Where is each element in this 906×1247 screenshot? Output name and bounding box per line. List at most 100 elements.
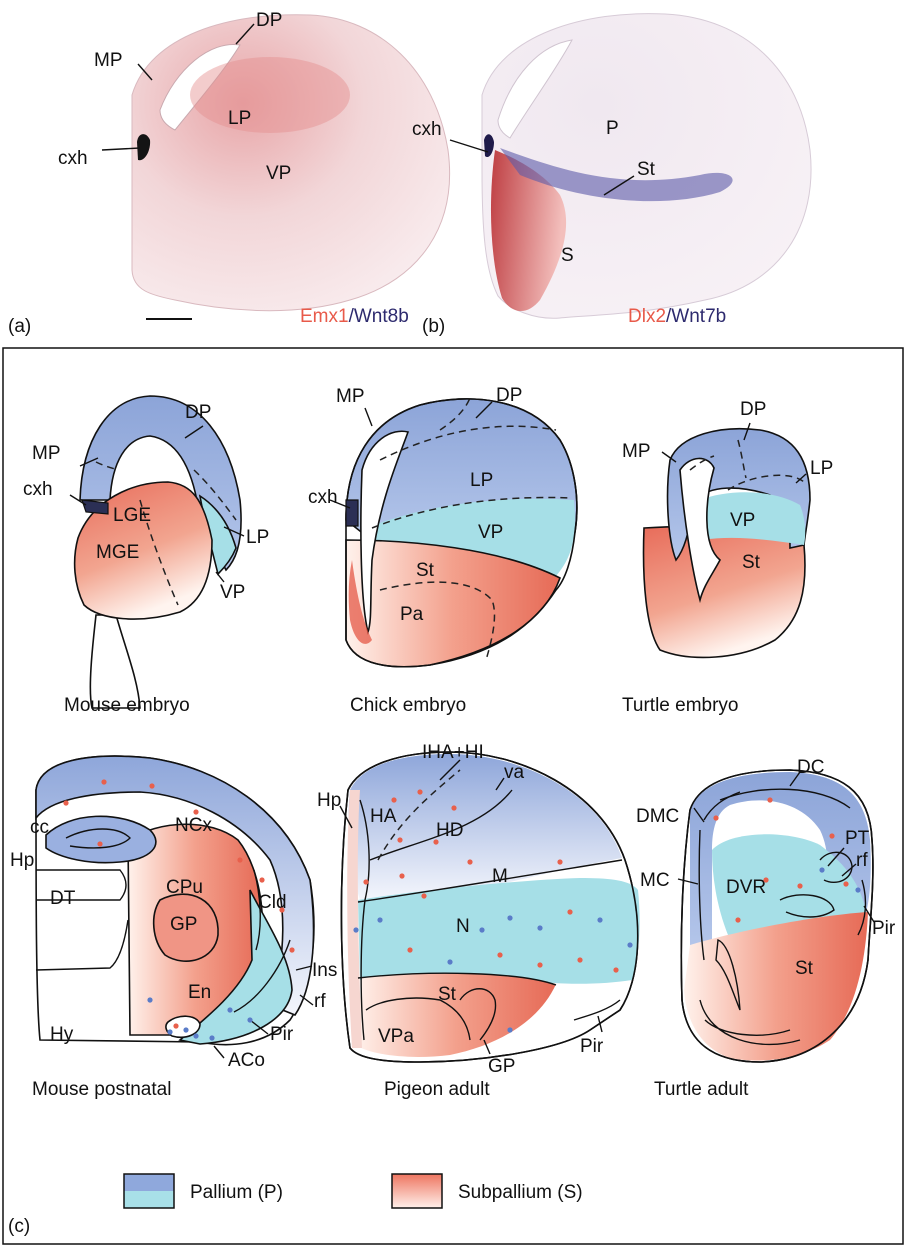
leader-me-vp xyxy=(216,572,224,582)
label-me-lge: LGE xyxy=(113,505,151,526)
label-ta-mc: MC xyxy=(640,870,670,891)
cell-dot xyxy=(63,800,68,805)
cell-dot xyxy=(209,1035,214,1040)
legend-swatch-subpallium xyxy=(392,1174,442,1208)
panel-letter-a: (a) xyxy=(8,316,31,337)
mouse-postnatal: NCx cc Hp DT CPu Cld GP Ins En rf Hy Pir… xyxy=(10,756,337,1100)
cell-dot xyxy=(479,927,484,932)
mouse-postnatal-hippocampus xyxy=(46,816,156,862)
label-mpn-ncx: NCx xyxy=(175,815,212,836)
cell-dot xyxy=(507,915,512,920)
label-ta-pir: Pir xyxy=(872,918,896,939)
cell-dot xyxy=(735,917,740,922)
label-ta-dc: DC xyxy=(797,757,824,778)
cell-dot xyxy=(819,867,824,872)
legend-label-subpallium: Subpallium (S) xyxy=(458,1182,583,1203)
cell-dot xyxy=(391,797,396,802)
label-ta-dmc: DMC xyxy=(636,806,679,827)
pigeon-adult: IHA+HI va Hp HA HD M N St Pir VPa GP Pig… xyxy=(317,742,640,1100)
label-mpn-rf: rf xyxy=(314,991,326,1012)
cell-dot xyxy=(353,927,358,932)
label-pa-gp: GP xyxy=(488,1056,515,1077)
cell-dot xyxy=(627,942,632,947)
label-mpn-cpu: CPu xyxy=(166,877,203,898)
cell-dot xyxy=(147,997,152,1002)
label-te-dp: DP xyxy=(740,399,766,420)
label-mpn-hp: Hp xyxy=(10,850,34,871)
label-a-cxh: cxh xyxy=(58,148,88,169)
cell-dot xyxy=(451,805,456,810)
caption-pigeon-adult: Pigeon adult xyxy=(384,1079,490,1100)
cell-dot xyxy=(183,1027,188,1032)
label-b-cxh: cxh xyxy=(412,119,442,140)
label-ce-st: St xyxy=(416,560,435,581)
cell-dot xyxy=(843,881,848,886)
turtle-adult: DC DMC PT rf MC DVR Pir St Turtle adult xyxy=(636,757,896,1100)
cell-dot xyxy=(597,917,602,922)
cell-dot xyxy=(537,962,542,967)
cell-dot xyxy=(537,925,542,930)
label-pa-st: St xyxy=(438,984,457,1005)
label-a-mp: MP xyxy=(94,50,123,71)
cell-dot xyxy=(507,1027,512,1032)
cell-dot xyxy=(289,947,294,952)
cell-dot xyxy=(407,947,412,952)
label-a-dp: DP xyxy=(256,10,282,31)
label-ce-pa: Pa xyxy=(400,604,424,625)
cell-dot xyxy=(167,1029,172,1034)
label-me-cxh: cxh xyxy=(23,479,53,500)
mouse-embryo-cxh xyxy=(82,500,108,514)
leader-ce-mp xyxy=(365,408,372,426)
cell-dot xyxy=(97,841,102,846)
cell-dot xyxy=(237,857,242,862)
mouse-embryo: DP MP cxh LGE MGE LP VP Mouse embryo xyxy=(23,396,269,716)
cell-dot xyxy=(173,1023,178,1028)
cell-dot xyxy=(797,883,802,888)
cell-dot xyxy=(557,859,562,864)
caption-mouse-embryo: Mouse embryo xyxy=(64,695,190,716)
cell-dot xyxy=(397,837,402,842)
label-mpn-pir: Pir xyxy=(270,1024,294,1045)
label-mpn-cc: cc xyxy=(30,817,49,838)
label-pa-pir: Pir xyxy=(580,1036,604,1057)
label-a-vp: VP xyxy=(266,163,291,184)
label-ta-dvr: DVR xyxy=(726,877,766,898)
label-mpn-hy: Hy xyxy=(50,1024,74,1045)
caption-mouse-postnatal: Mouse postnatal xyxy=(32,1079,171,1100)
cell-dot xyxy=(567,909,572,914)
panel-a: DP MP LP cxh VP Emx1/Wnt8b (a) xyxy=(8,10,450,337)
label-mpn-gp: GP xyxy=(170,914,197,935)
label-pa-hp: Hp xyxy=(317,790,341,811)
label-ce-vp: VP xyxy=(478,522,503,543)
cell-dot xyxy=(829,833,834,838)
leader-mpn-aco xyxy=(214,1046,224,1058)
label-b-st: St xyxy=(637,159,656,180)
label-te-st: St xyxy=(742,552,761,573)
cell-dot xyxy=(363,879,368,884)
cell-dot xyxy=(417,789,422,794)
label-pa-ha: HA xyxy=(370,806,397,827)
chick-embryo-cxh xyxy=(346,500,358,526)
cell-dot xyxy=(377,917,382,922)
cell-dot xyxy=(193,809,198,814)
label-b-s: S xyxy=(561,245,574,266)
turtle-embryo: DP MP LP VP St Turtle embryo xyxy=(622,399,833,716)
stain-label-b: Dlx2/Wnt7b xyxy=(628,306,726,327)
cell-dot xyxy=(399,873,404,878)
legend-swatch-pallium xyxy=(124,1174,174,1208)
label-te-lp: LP xyxy=(810,458,833,479)
label-ta-pt: PT xyxy=(845,828,870,849)
cell-dot xyxy=(713,815,718,820)
label-ce-lp: LP xyxy=(470,470,493,491)
caption-turtle-adult: Turtle adult xyxy=(654,1079,749,1100)
label-me-vp: VP xyxy=(220,582,245,603)
cell-dot xyxy=(447,959,452,964)
cell-dot xyxy=(613,967,618,972)
label-pa-m: M xyxy=(492,866,508,887)
label-ce-dp: DP xyxy=(496,385,522,406)
cell-dot xyxy=(101,779,106,784)
panel-letter-b: (b) xyxy=(422,316,445,337)
panel-b: cxh P St S Dlx2/Wnt7b (b) xyxy=(412,14,811,337)
stain-label-a: Emx1/Wnt8b xyxy=(300,306,409,327)
